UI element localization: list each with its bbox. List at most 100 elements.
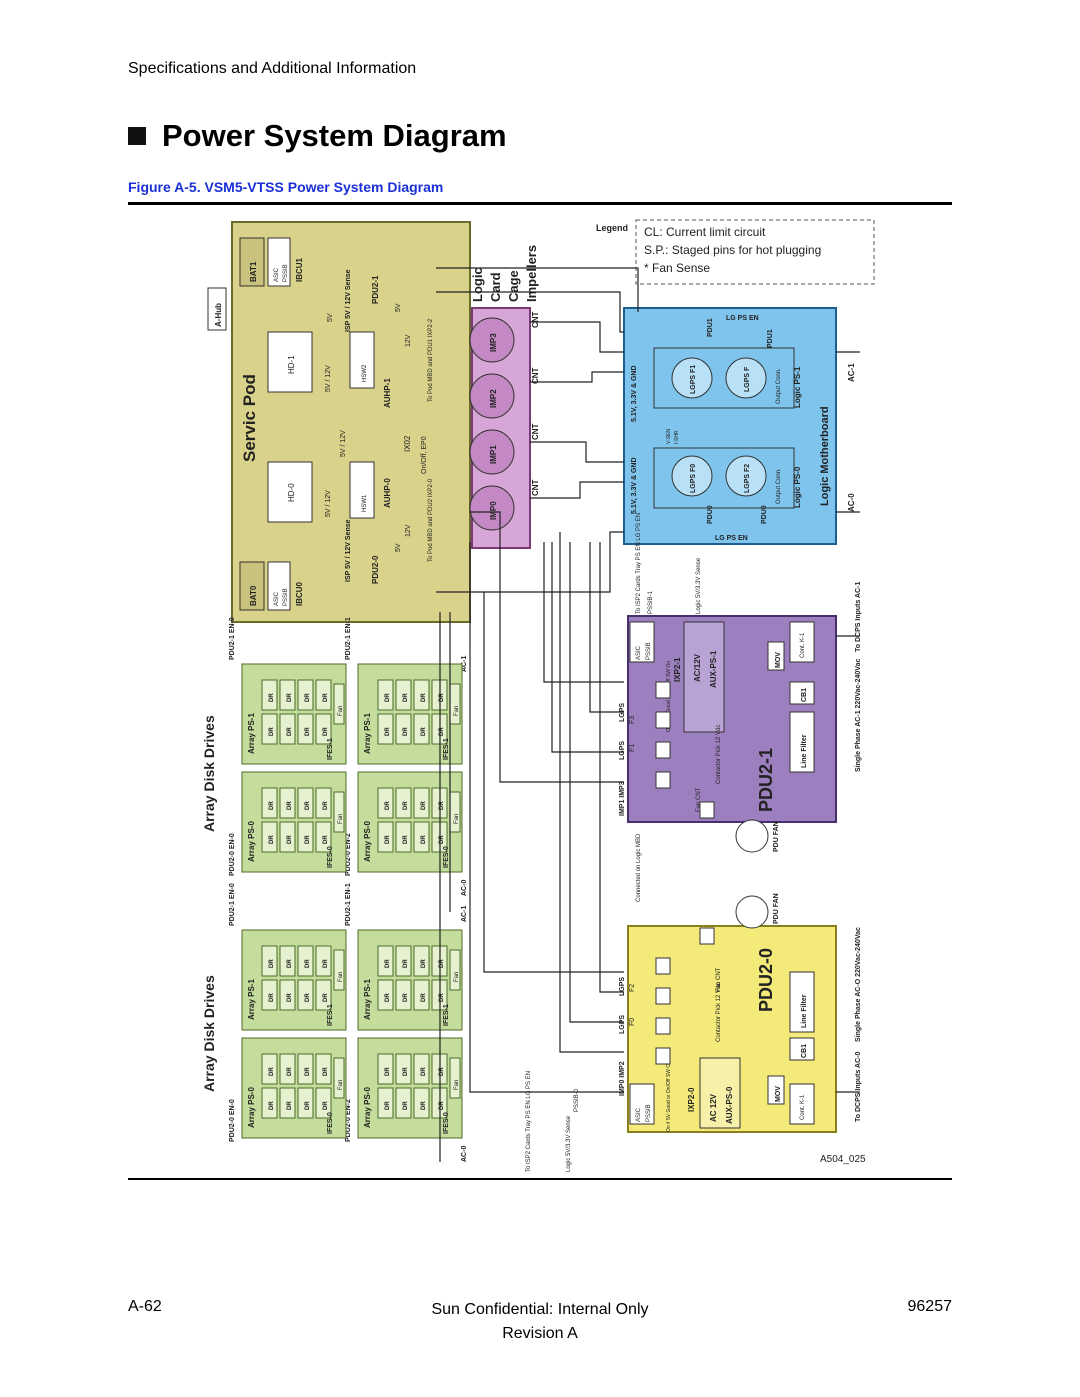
auhp0-voltage: 5V / 12V: [340, 430, 347, 457]
a-hub-label: A-Hub: [214, 303, 223, 327]
imp1-imp3-label: IMP1 IMP3: [619, 781, 626, 816]
disk-drive-slot: [377, 713, 394, 745]
fan-slot: [333, 791, 345, 833]
disk-drive-label: DR: [287, 1067, 293, 1076]
mov-box-1: [767, 641, 785, 671]
lgps-f1-label: LGPS F1: [690, 365, 697, 394]
lgps-f2-label: LGPS F2: [744, 464, 751, 493]
bat0-box: [239, 561, 265, 611]
figure-id: A504_025: [820, 1154, 866, 1165]
legend-item-fan-sense: * Fan Sense: [644, 261, 710, 275]
disk-drive-label: DR: [439, 1067, 445, 1076]
contactor-label-1: Contactor Pick 12 Vdc: [716, 725, 722, 784]
lgps-f-circle: [725, 357, 767, 399]
vgnd-label-top: 5.1V, 3.3V & GND: [631, 365, 638, 422]
auhp0-label: AUHP-0: [383, 478, 392, 508]
disk-drive-slot: [297, 713, 314, 745]
output-conn-0: Output Conn.: [776, 468, 782, 504]
output-conn-1: Output Conn.: [776, 368, 782, 404]
disk-drive-slot: [279, 979, 296, 1011]
disk-drive-slot: [261, 787, 278, 819]
disk-drive-slot: [413, 821, 430, 853]
disk-drive-label: DR: [305, 835, 311, 844]
pdu1-label-right: PDU1: [767, 329, 774, 348]
array-ps-label: Array PS-0: [247, 821, 256, 862]
section-header: Specifications and Additional Informatio…: [128, 60, 417, 77]
hd1-label: HD-1: [287, 355, 296, 374]
pdu-fan-1-circle: [735, 819, 769, 853]
disk-drive-label: DR: [439, 801, 445, 810]
disk-drive-label: DR: [421, 959, 427, 968]
disk-drive-slot: [413, 945, 430, 977]
asic-label-0: ASIC: [274, 591, 280, 606]
disk-drive-label: DR: [421, 727, 427, 736]
connected-logic-label: Connected on Logic MBD: [636, 833, 642, 902]
disk-drive-slot: [279, 679, 296, 711]
fan-label: Fan: [338, 814, 344, 824]
disk-drive-label: DR: [323, 801, 329, 810]
logic-label: Logic: [470, 267, 485, 302]
cont-k1-label-0: Cont. K-1: [800, 1094, 806, 1120]
legend-label: Legend: [596, 223, 628, 233]
disk-drive-label: DR: [323, 993, 329, 1002]
disk-drive-slot: [395, 945, 412, 977]
disk-drive-slot: [279, 821, 296, 853]
fan-cnt-label-0: Fan CNT: [716, 967, 722, 992]
disk-drive-slot: [395, 679, 412, 711]
page-title: Power System Diagram: [128, 118, 507, 154]
pdu2-1-en1-top: PDU2-1 EN-1: [345, 617, 352, 660]
vgnd-label-bottom: 5.1V, 3.3V & GND: [631, 457, 638, 514]
disk-drive-slot: [261, 713, 278, 745]
disk-drive-label: DR: [421, 993, 427, 1002]
disk-drive-label: DR: [385, 801, 391, 810]
cl-boxes-pdu1: [655, 681, 715, 819]
cb1-box-1: [789, 681, 815, 705]
disk-drive-slot: [297, 679, 314, 711]
fan-slot: [449, 1057, 461, 1099]
disk-drive-slot: [261, 1087, 278, 1119]
disk-drive-slot: [395, 821, 412, 853]
array-ps-label: Array PS-1: [363, 979, 372, 1020]
array-ps-label: Array PS-0: [363, 821, 372, 862]
lgps-f1-circle: [671, 357, 713, 399]
cb1-label-1: CB1: [801, 688, 808, 702]
f0-label: F0: [629, 1018, 636, 1026]
disk-drive-label: DR: [305, 959, 311, 968]
aux-ps0-box: [699, 1057, 741, 1129]
disk-drive-slot: [315, 979, 332, 1011]
logic-ps1-box: [653, 347, 795, 409]
disk-drive-label: DR: [421, 835, 427, 844]
disk-drive-slot: [315, 1053, 332, 1085]
5v-label-bottom: 5V: [395, 543, 402, 552]
aux-ps1-label: AUX-PS-1: [709, 650, 718, 688]
disk-drive-slot: [413, 787, 430, 819]
5v-label-right: 5V: [395, 303, 402, 312]
disk-drive-label: DR: [305, 1067, 311, 1076]
hd0-voltage: 5V / 12V: [325, 490, 332, 517]
logic-ps0-box: [653, 447, 795, 509]
hd1-box: [267, 331, 313, 393]
disk-drive-slot: [261, 821, 278, 853]
imp0-imp2-label: IMP0 IMP2: [619, 1061, 626, 1096]
ac0-logic: AC-0: [847, 493, 856, 512]
card-label: Card: [488, 272, 503, 302]
asic-pssib-pdu1: [629, 621, 655, 663]
mov-label-0: MOV: [775, 1086, 782, 1102]
pdu-fan-0-circle: [735, 895, 769, 929]
disk-drive-slot: [315, 821, 332, 853]
pssib-label-1: PSSIB: [283, 264, 289, 282]
fan-slot: [333, 683, 345, 725]
disk-drive-label: DR: [421, 1101, 427, 1110]
imp1-label: IMP1: [489, 445, 498, 464]
logic-motherboard-box: [623, 307, 837, 545]
disk-drive-label: DR: [385, 993, 391, 1002]
pssib-label-pdu0: PSSIB: [646, 1104, 652, 1122]
f2-label: F2: [629, 984, 636, 992]
disk-drive-slot: [261, 945, 278, 977]
to-dcps-ac0: To DCPS Inputs AC-0: [855, 1052, 862, 1122]
disk-drive-label: DR: [305, 727, 311, 736]
to-pod-mbd-top: To Pod MBD and PDU1 IXP2-2: [428, 318, 434, 402]
disk-drive-label: DR: [287, 835, 293, 844]
footer-page-number: A-62: [128, 1298, 162, 1315]
disk-drive-slot: [297, 1087, 314, 1119]
